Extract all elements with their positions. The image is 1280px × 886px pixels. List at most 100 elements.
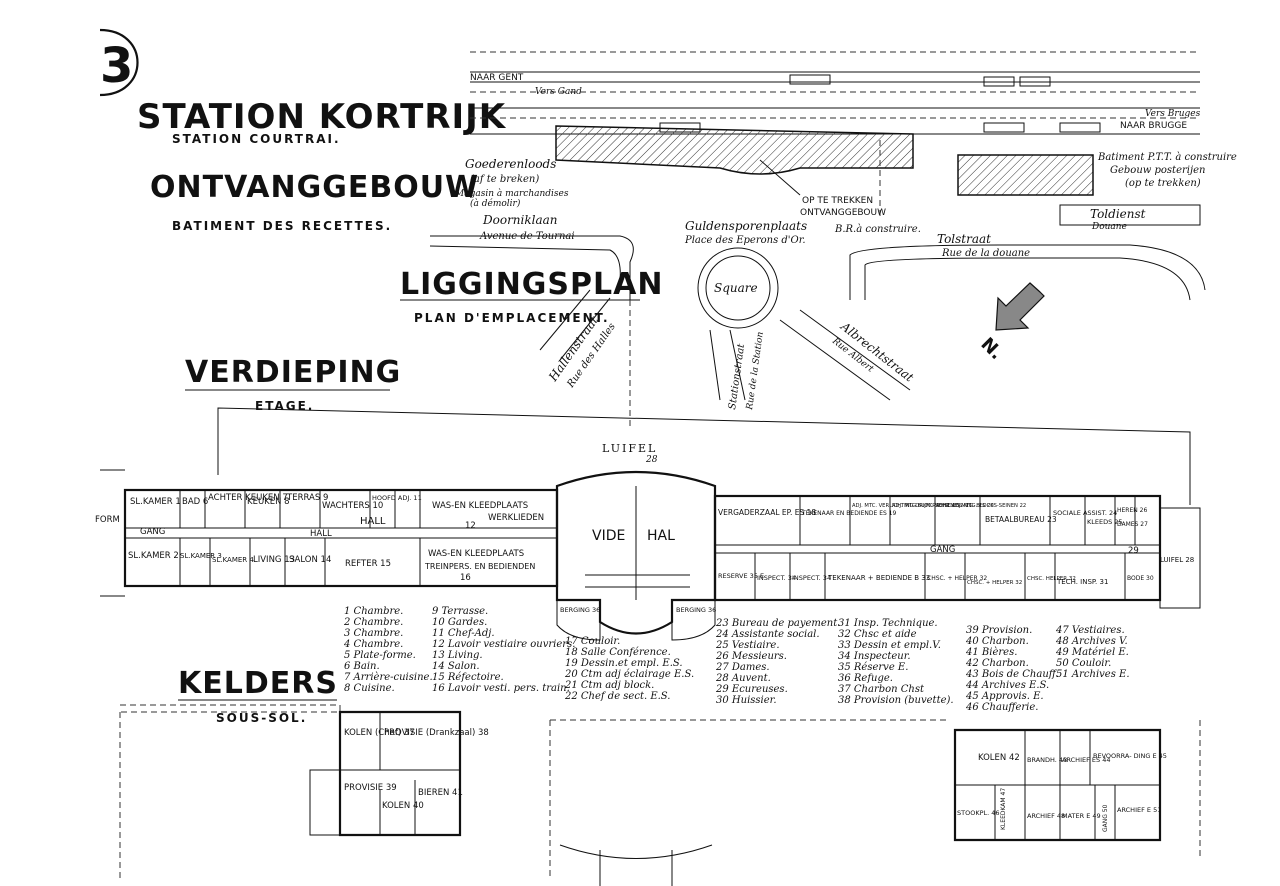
toldienst-fr-label: Douane (1091, 222, 1127, 232)
room-32-c: CHSC. HELPER 32 (1027, 576, 1076, 582)
legend-item: 25 Vestiaire. (715, 640, 780, 651)
gang-west-label: GANG (140, 527, 165, 537)
legend-item: 19 Dessin.et empl. E.S. (565, 658, 683, 669)
title-building-fr: BATIMENT DES RECETTES. (172, 219, 392, 233)
goods-shed-label: Goederenloods (465, 157, 556, 171)
room-3: SL.KAMER 3 (180, 552, 222, 560)
legend-item: 24 Assistante social. (715, 629, 820, 640)
room-34-a: INSPECT. 34 (757, 574, 796, 582)
legend: 1 Chambre.2 Chambre.3 Chambre.4 Chambre.… (343, 606, 1130, 713)
room-33: TEKENAAR + BEDIENDE B 33 (827, 574, 930, 582)
legend-item: 8 Cuisine. (344, 683, 395, 694)
room-35: RESERVE 35 E (718, 572, 764, 580)
legend-item: 22 Chef de sect. E.S. (564, 691, 670, 702)
to-gent-label: NAAR GENT (470, 73, 524, 83)
room-29: 29 (1128, 546, 1139, 556)
badge-number: 3 (100, 38, 133, 94)
room-2: SL.KAMER 2 (128, 551, 179, 561)
legend-item: 23 Bureau de payement. (715, 618, 840, 629)
legend-item: 6 Bain. (344, 661, 380, 672)
legend-item: 18 Salle Conférence. (565, 647, 671, 658)
cellar-room-51: ARCHIEF E 51 (1117, 806, 1161, 814)
legend-item: 1 Chambre. (344, 606, 403, 617)
room-19: TEKENAAR EN BEDIENDE ES 19 (801, 510, 897, 517)
room-6: BAD 6 (182, 497, 208, 507)
square-label: Square (714, 281, 758, 295)
room-12-b: WERKLIEDEN (488, 513, 544, 523)
title-floor-fr: ETAGE. (255, 399, 314, 413)
cellar-room-47: KLEEDKAM 47 (1000, 788, 1007, 830)
pull-down-label: OP TE TREKKEN (802, 196, 873, 206)
tolstraat-fr-label: Rue de la douane (941, 248, 1030, 259)
legend-item: 33 Dessin et empl.V. (838, 640, 941, 651)
room-30: BODE 30 (1127, 575, 1154, 582)
room-11: HOOFD ADJ. 11 (372, 494, 422, 502)
legend-item: 32 Chsc et aide (838, 629, 917, 640)
square-note-label: B.R.à construire. (834, 224, 921, 235)
cellar-room-46: STOOKPL. 46 (957, 809, 1000, 817)
legend-item: 15 Réfectoire. (432, 672, 504, 683)
legend-item: 40 Charbon. (965, 636, 1029, 647)
canopy-label: LUIFEL (602, 442, 657, 455)
legend-item: 39 Provision. (966, 625, 1032, 636)
cellar-room-50: GANG 50 (1102, 804, 1109, 832)
legend-item: 13 Living. (432, 650, 483, 661)
legend-item: 20 Ctm adj éclairage E.S. (564, 669, 694, 680)
cellar-room-37: KOLEN (Chef) 37 (344, 728, 415, 738)
toldienst-label: Toldienst (1090, 207, 1146, 221)
room-15: REFTER 15 (345, 559, 391, 569)
legend-item: 29 Ecureuses. (715, 684, 788, 695)
form-label: FORM (95, 515, 120, 525)
room-20: ADJ. MTC. VERLICHTING DRIJFKRACHT ADJ. M… (852, 503, 994, 509)
room-16-b: TREINPERS. EN BEDIENDEN (424, 562, 535, 571)
pull-down-label-2: ONTVANGGEBOUW (800, 208, 886, 218)
room-14: SALON 14 (289, 555, 331, 565)
to-brugge-label: NAAR BRUGGE (1120, 121, 1187, 131)
room-27: DAMES 27 (1117, 521, 1148, 528)
title-cellar: KELDERS (178, 666, 338, 701)
stationstraat-label: Stationstraat (727, 342, 747, 410)
cellar-room-40: KOLEN 40 (382, 801, 424, 811)
legend-item: 31 Insp. Technique. (838, 618, 938, 629)
title-cellar-fr: SOUS-SOL. (216, 711, 307, 725)
room-10: WACHTERS 10 (322, 501, 383, 511)
room-1: SL.KAMER 1 (130, 497, 181, 507)
legend-item: 26 Messieurs. (715, 651, 787, 662)
room-21: ADJ. MTG.BLOC. SEINEN ES. 21 (892, 503, 972, 509)
legend-item: 48 Archives V. (1055, 636, 1128, 647)
legend-item: 50 Couloir. (1056, 658, 1111, 669)
pt-building-label: Batiment P.T.T. à construire (1097, 152, 1237, 163)
legend-item: 34 Inspecteur. (838, 651, 911, 662)
room-32-a: CHSC. + HELPER 32 (927, 575, 987, 582)
legend-item: 36 Refuge. (838, 673, 893, 684)
title-station: STATION KORTRIJK (137, 97, 507, 137)
room-12-a: WAS-EN KLEEDPLAATS (432, 501, 528, 511)
legend-item: 28 Auvent. (715, 673, 771, 684)
hall-label: HALL (360, 516, 386, 527)
title-building: ONTVANGGEBOUW (150, 170, 479, 205)
room-16-num: 16 (460, 573, 471, 583)
title-floor: VERDIEPING (185, 355, 401, 390)
cellar-room-41: BIEREN 41 (418, 788, 463, 798)
legend-item: 38 Provision (buvette). (838, 695, 954, 706)
legend-item: 10 Gardes. (432, 617, 487, 628)
legend-col-7: 47 Vestiaires.48 Archives V.49 Matériel … (1055, 625, 1130, 680)
legend-item: 42 Charbon. (965, 658, 1029, 669)
room-34-b: INSPECT. 34 (792, 574, 831, 582)
room-7: ACHTER KEUKEN 7 (208, 493, 288, 503)
hal-label: HAL (647, 528, 675, 544)
north-arrow-icon (995, 282, 1045, 331)
room-12-num: 12 (465, 521, 476, 531)
doorniklaan-label: Doorniklaan (482, 213, 558, 227)
square-name-label: Guldensporenplaats (685, 219, 807, 233)
legend-item: 16 Lavoir vesti. pers. train. (432, 683, 570, 694)
cellar-room-44: ARCHIEF ES 44 (1062, 756, 1110, 764)
cellar-room-49: MATER E 49 (1062, 812, 1101, 820)
room-31: TECH. INSP. 31 (1056, 578, 1108, 586)
room-23: BETAALBUREAU 23 (985, 515, 1057, 524)
cellar-room-48: ARCHIEF 48 (1027, 812, 1065, 820)
legend-item: 21 Ctm adj block. (564, 680, 654, 691)
legend-item: 35 Réserve E. (838, 662, 908, 673)
